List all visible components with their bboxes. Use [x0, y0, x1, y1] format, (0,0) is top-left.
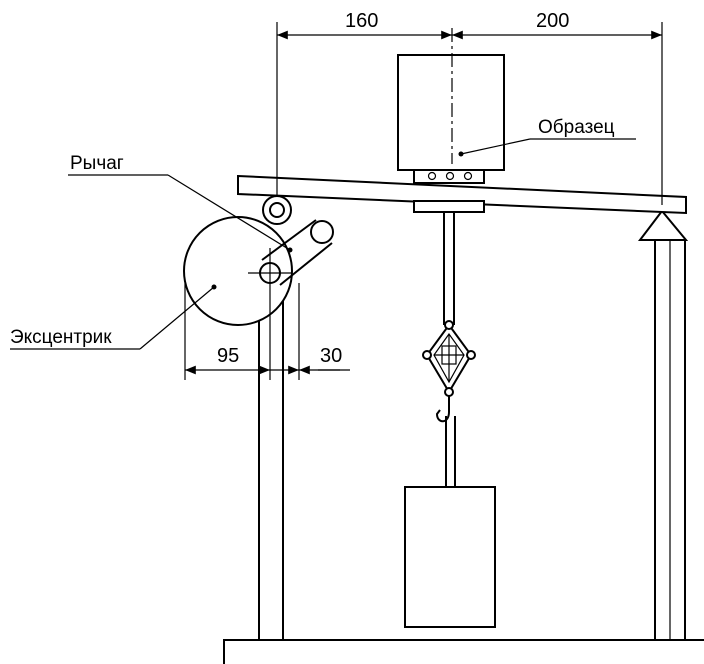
bottom-dimensions: [184, 283, 350, 380]
dimension-30: 30: [320, 345, 342, 367]
eccentric: [183, 216, 293, 326]
lever-arm: [248, 219, 334, 300]
eccentric-label: Эксцентрик: [10, 327, 112, 348]
weight-block: [404, 486, 496, 628]
specimen: [397, 54, 505, 184]
lever-label: Рычаг: [70, 153, 124, 174]
dimension-200: 200: [536, 10, 569, 32]
dimension-95: 95: [217, 345, 239, 367]
beam-roller: [262, 195, 292, 225]
dimension-160: 160: [345, 10, 378, 32]
dynamometer: [422, 320, 476, 397]
chain: [443, 212, 455, 325]
weight-rod: [445, 416, 456, 487]
hook: [435, 396, 450, 423]
lower-clamp: [413, 200, 485, 213]
loading-beam: [237, 174, 687, 215]
lever-leader: [68, 174, 293, 253]
specimen-label: Образец: [538, 117, 615, 138]
fulcrum-support: [637, 209, 689, 241]
eccentric-leader: [10, 284, 217, 350]
specimen-leader: [458, 138, 636, 157]
base-plate: [223, 639, 704, 664]
top-dimensions: [276, 22, 663, 205]
